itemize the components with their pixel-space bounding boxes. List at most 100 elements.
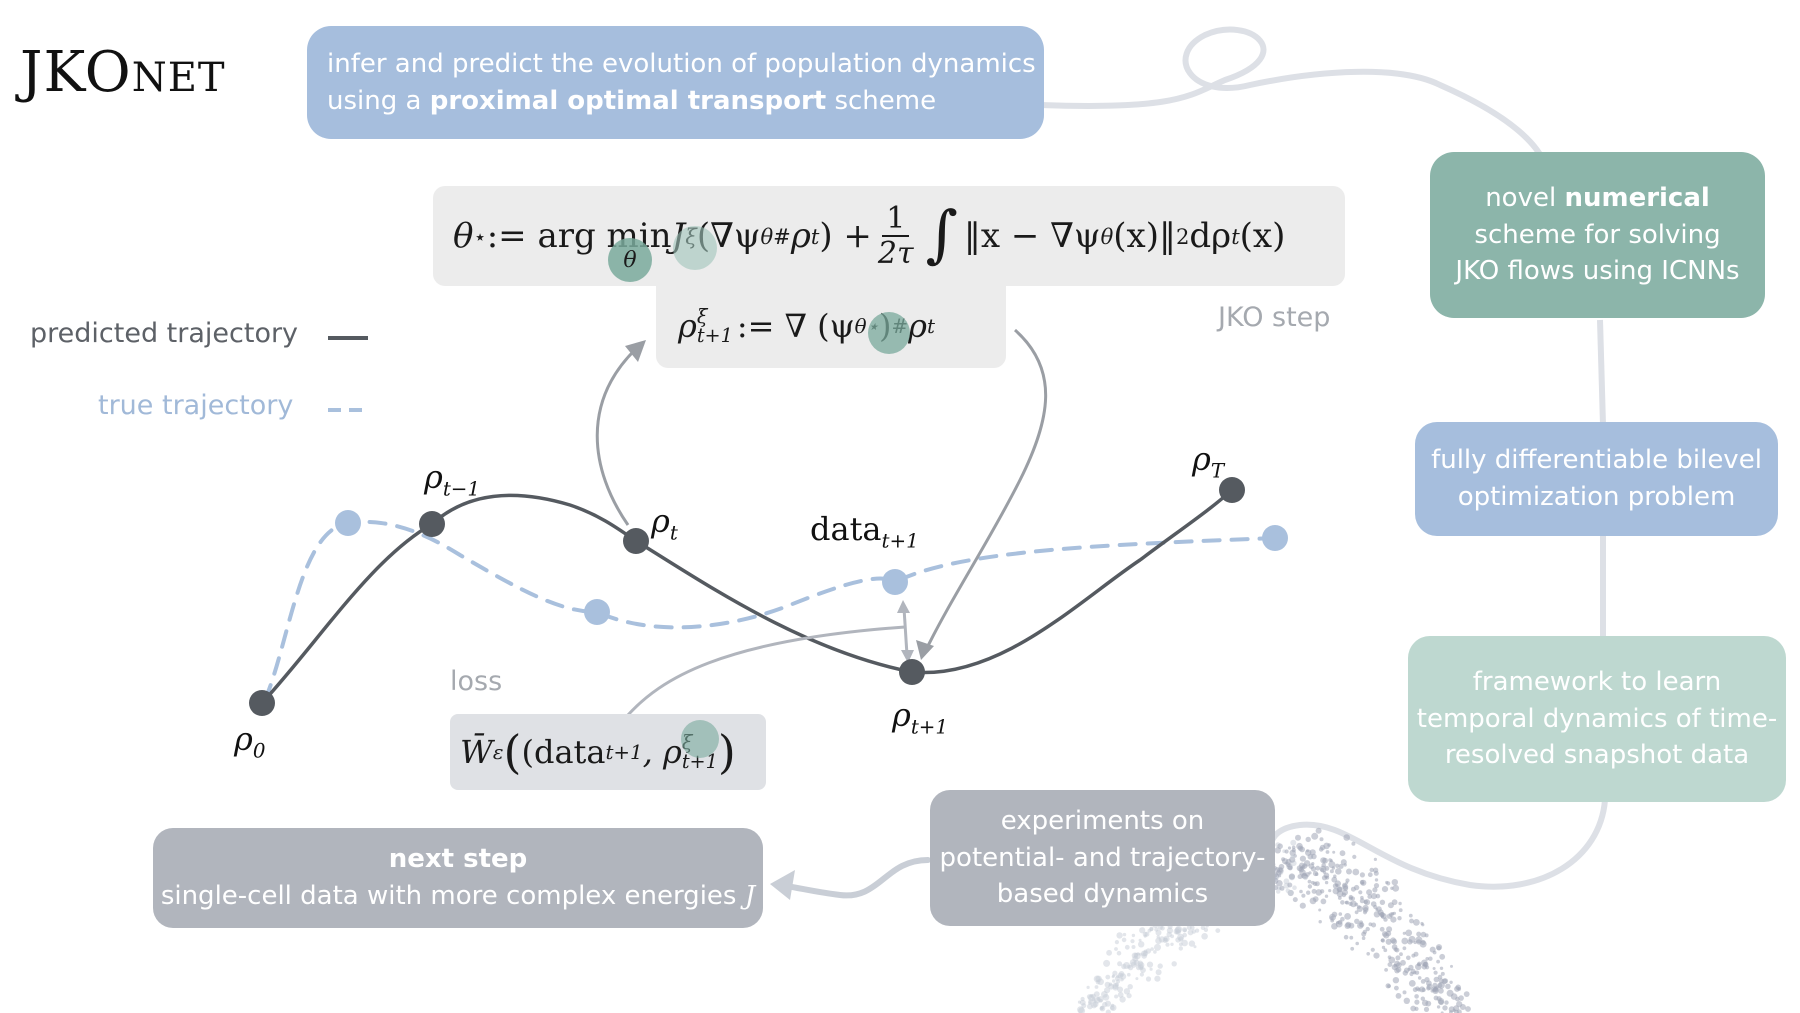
- intro-line-1: infer and predict the evolution of popul…: [327, 48, 1036, 79]
- cloud-point: [1126, 993, 1132, 999]
- numerical-scheme-box: novel numerical scheme for solving JKO f…: [1430, 152, 1765, 318]
- experiments-line-3: based dynamics: [996, 879, 1209, 910]
- cloud-point: [1106, 949, 1112, 956]
- cloud-point: [1432, 982, 1438, 988]
- cloud-point: [1149, 927, 1154, 932]
- cloud-point: [1171, 961, 1177, 967]
- cloud-point: [1340, 900, 1345, 905]
- cloud-point: [1311, 888, 1317, 894]
- cloud-point: [1444, 1000, 1449, 1005]
- cloud-point: [1324, 880, 1329, 885]
- cloud-point: [1352, 854, 1357, 860]
- jko-objective-formula: θ⋆ := arg min Jξ (∇ψθ# ρt ) + 12τ ∫ ‖x −…: [433, 186, 1345, 286]
- cloud-point: [1088, 1001, 1092, 1005]
- cloud-point: [1371, 922, 1377, 928]
- cloud-point: [1343, 834, 1350, 841]
- cloud-point: [1398, 908, 1403, 913]
- cloud-point: [1380, 915, 1385, 919]
- cloud-point: [1439, 966, 1444, 970]
- cloud-point: [1116, 950, 1122, 956]
- cloud-point: [1410, 1005, 1417, 1012]
- cloud-point: [1292, 885, 1297, 890]
- cloud-point: [1391, 879, 1399, 886]
- cloud-point: [1367, 872, 1373, 878]
- cloud-point: [1463, 991, 1470, 997]
- cloud-point: [1278, 874, 1282, 878]
- cloud-point: [1433, 986, 1439, 992]
- cloud-point: [1311, 832, 1319, 840]
- cloud-point: [1110, 1003, 1115, 1007]
- cloud-point: [1402, 931, 1406, 935]
- cloud-point: [1130, 939, 1135, 944]
- cloud-point: [1123, 988, 1131, 995]
- cloud-point: [1178, 946, 1184, 951]
- cloud-point: [1402, 946, 1407, 951]
- cloud-point: [1332, 850, 1336, 854]
- cloud-point: [1417, 976, 1422, 980]
- cloud-point: [1303, 875, 1308, 881]
- cloud-point: [1358, 890, 1363, 895]
- cloud-point: [1381, 945, 1386, 950]
- cloud-point: [1438, 999, 1444, 1006]
- cloud-point: [1285, 862, 1291, 868]
- cloud-point: [1173, 928, 1180, 935]
- cloud-point: [1154, 927, 1159, 932]
- cloud-point: [1181, 939, 1188, 947]
- cloud-point: [1408, 935, 1416, 943]
- jko-step-label: JKO step: [1218, 302, 1331, 333]
- label-rho-0: ρ0: [234, 720, 266, 763]
- cloud-point: [1362, 929, 1368, 935]
- cloud-point: [1344, 913, 1351, 920]
- cloud-point: [1432, 967, 1436, 970]
- cloud-point: [1389, 912, 1394, 917]
- cloud-point: [1433, 970, 1438, 975]
- cloud-point: [1439, 953, 1446, 960]
- cloud-point: [1391, 938, 1398, 945]
- experiments-box: experiments on potential- and trajectory…: [930, 790, 1275, 926]
- cloud-point: [1290, 839, 1297, 846]
- cloud-point: [1455, 996, 1460, 1002]
- cloud-point: [1170, 942, 1174, 946]
- cloud-point: [1310, 866, 1317, 872]
- cloud-point: [1306, 890, 1311, 895]
- framework-box: framework to learn temporal dynamics of …: [1408, 636, 1786, 802]
- cloud-point: [1397, 916, 1402, 921]
- cloud-point: [1291, 854, 1295, 858]
- cloud-point: [1299, 846, 1305, 853]
- cloud-point: [1103, 959, 1111, 967]
- loss-formula: W̄ε ( (datat+1 , ρξt+1 ): [450, 714, 766, 790]
- cloud-point: [1348, 922, 1355, 929]
- cloud-point: [1385, 983, 1391, 989]
- cloud-point: [1342, 885, 1349, 891]
- cloud-point: [1429, 946, 1436, 953]
- cloud-point: [1416, 939, 1422, 945]
- cloud-point: [1420, 996, 1426, 1001]
- cloud-point: [1349, 935, 1354, 940]
- cloud-point: [1314, 872, 1319, 876]
- cloud-point: [1190, 925, 1195, 930]
- cloud-point: [1283, 878, 1290, 885]
- cloud-point: [1278, 863, 1285, 870]
- cloud-point: [1370, 893, 1377, 900]
- cloud-point: [1342, 889, 1348, 896]
- true-point: [584, 599, 610, 625]
- cloud-point: [1420, 921, 1424, 926]
- cloud-point: [1414, 970, 1420, 975]
- cloud-point: [1306, 849, 1309, 853]
- legend-true-label: true trajectory: [98, 390, 294, 421]
- xi-highlight-dot: [673, 226, 717, 270]
- numerical-line-1: novel numerical: [1485, 182, 1710, 213]
- cloud-point: [1092, 1001, 1099, 1008]
- cloud-point: [1325, 850, 1330, 854]
- cloud-point: [1301, 893, 1306, 898]
- cloud-point: [1340, 916, 1345, 922]
- cloud-point: [1373, 857, 1377, 862]
- cloud-point: [1392, 977, 1400, 984]
- predicted-gap-mark: [325, 595, 346, 619]
- cloud-point: [1415, 963, 1422, 971]
- cloud-point: [1177, 933, 1184, 941]
- cloud-point: [1351, 841, 1356, 846]
- cloud-point: [1127, 984, 1133, 990]
- cloud-point: [1315, 889, 1323, 896]
